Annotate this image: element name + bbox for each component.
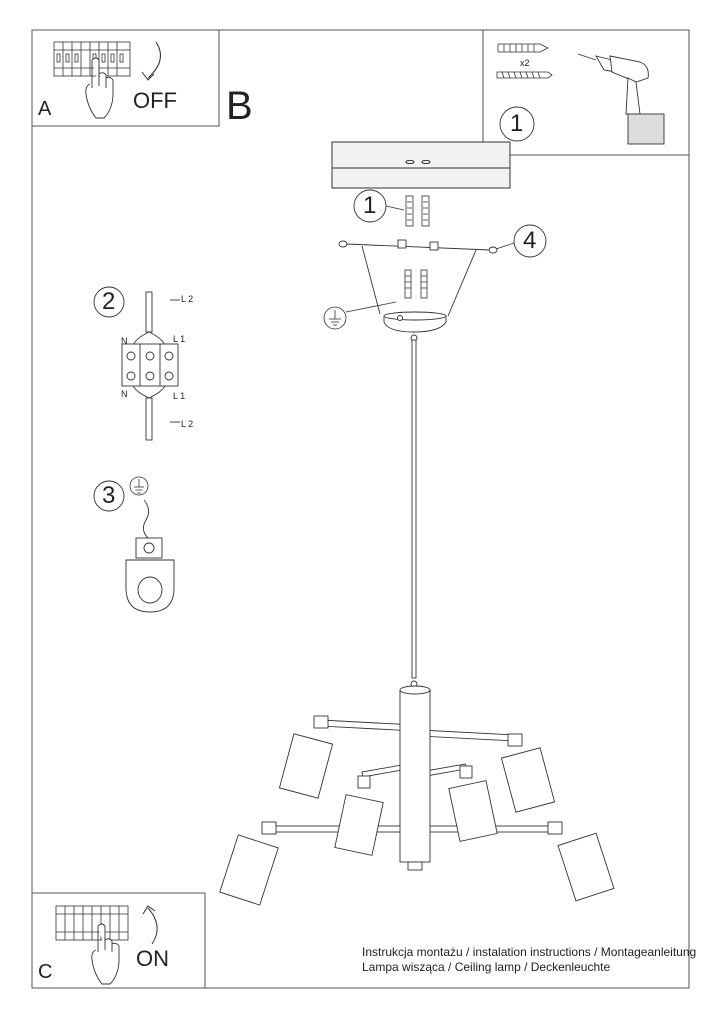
screw-icon	[496, 71, 553, 79]
step-1-tools-number: 1	[510, 110, 524, 137]
arrow-down-head-icon	[141, 71, 155, 81]
lamp-body	[219, 685, 615, 906]
step-4-circle	[513, 224, 547, 258]
off-label: OFF	[133, 88, 177, 113]
panel-b-letter: B	[226, 84, 253, 128]
fuse-box-icon	[53, 41, 131, 77]
canopy	[383, 311, 447, 333]
panel-a	[31, 29, 220, 127]
anchor-screws	[404, 195, 430, 299]
step-4-leader	[495, 242, 515, 250]
step-4-number: 4	[523, 227, 537, 254]
wire-label-l2-bottom: L 2	[181, 419, 194, 429]
ground-detail	[125, 499, 175, 613]
wire-label-l1-bottom: L 1	[173, 391, 186, 401]
arrow-up-head-icon	[142, 905, 156, 915]
step-1-leader	[385, 205, 405, 211]
arrow-up-icon	[147, 907, 158, 945]
hand-on-icon	[91, 923, 120, 985]
suspension-rod	[410, 334, 418, 688]
step-2-circle	[93, 286, 125, 318]
wire-label-n-top: N	[121, 336, 128, 346]
step-3-circle	[93, 480, 125, 512]
step-2-number: 2	[102, 288, 116, 315]
footer-instructions-line: Instrukcja montażu / instalation instruc…	[362, 945, 697, 959]
footer-product-line: Lampa wisząca / Ceiling lamp / Deckenleu…	[362, 960, 611, 974]
step-3-number: 3	[102, 482, 116, 509]
panel-c	[31, 892, 206, 989]
on-label: ON	[136, 946, 169, 971]
wire-label-l2-top: L 2	[181, 294, 194, 304]
step-1-number: 1	[363, 192, 377, 219]
fuse-box-on-icon	[55, 905, 129, 941]
mounting-bracket	[338, 239, 498, 317]
wire-label-l1-top: L 1	[173, 334, 186, 344]
wire-label-n-bottom: N	[121, 389, 128, 399]
wall-plug-icon	[497, 43, 549, 53]
step-1-tools-circle	[499, 106, 535, 142]
tools-panel	[482, 29, 690, 156]
ceiling-block	[331, 141, 511, 189]
page-frame	[31, 29, 690, 989]
ground-symbol-icon	[129, 476, 149, 496]
drill-icon	[577, 53, 665, 145]
wiring-diagram	[121, 291, 180, 441]
panel-c-letter: C	[38, 961, 53, 983]
arrow-down-icon	[147, 41, 161, 79]
hand-pointer-icon	[85, 57, 114, 119]
panel-a-letter: A	[38, 98, 52, 120]
quantity-label: x2	[520, 58, 530, 68]
canopy-ground-symbol-icon	[323, 301, 397, 330]
